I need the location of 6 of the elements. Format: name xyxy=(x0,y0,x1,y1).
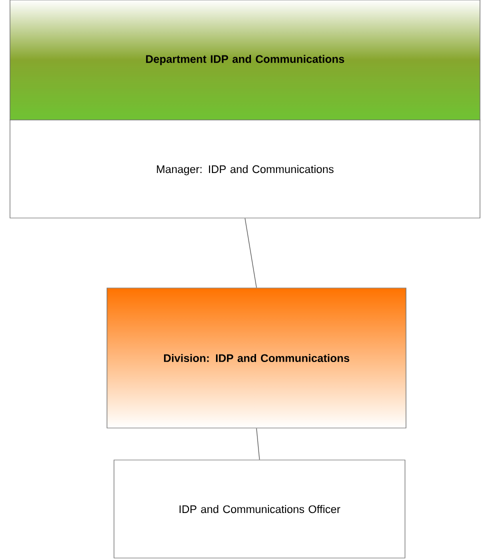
division-box: Division: IDP and Communications xyxy=(106,288,406,428)
manager-box: Manager: IDP and Communications xyxy=(10,120,480,218)
department-box: Department IDP and Communications xyxy=(10,0,480,120)
officer-box: IDP and Communications Officer xyxy=(114,460,406,558)
connector-line xyxy=(244,218,257,288)
connector-line xyxy=(256,428,260,460)
